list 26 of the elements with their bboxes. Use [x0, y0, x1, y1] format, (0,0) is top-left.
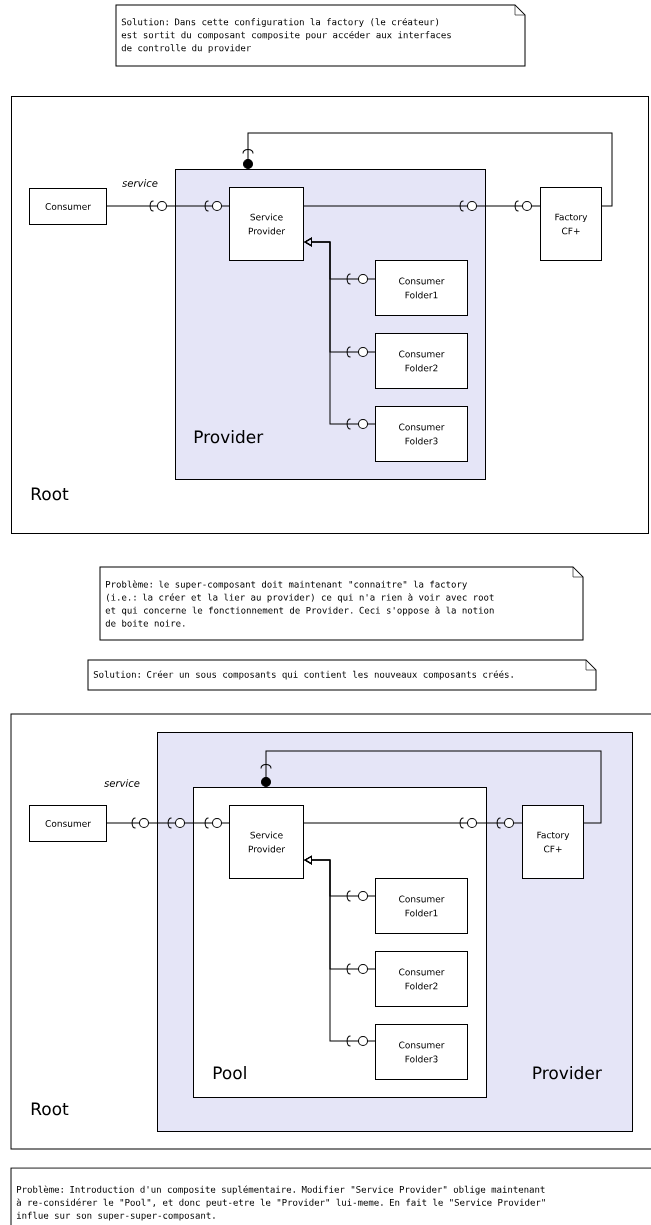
- component-box: Factory CF+: [522, 805, 584, 879]
- component-box: Service Provider: [229, 187, 304, 261]
- component-box: Consumer Folder2: [375, 951, 468, 1007]
- connector: [260, 750, 602, 824]
- component-box: Consumer Folder1: [375, 260, 468, 316]
- component-box: Consumer: [29, 188, 107, 225]
- edge-label: service: [121, 178, 159, 188]
- note-box: Problème: Introduction d'un composite suplémentaire. Modifier "Service Provider" oblige maintenant à re-considérer le "Pool", et donc peut-etre le "Provider" lui-meme. En fait le "Service Provider" influe sur son super-super-composant.: [10, 1167, 651, 1225]
- connector: [303, 817, 523, 829]
- connector: [304, 855, 376, 1047]
- note-box: Solution: Créer un sous composants qui contient les nouveaux composants créés.: [87, 659, 597, 691]
- connector: [106, 817, 230, 829]
- component-box: Consumer Folder2: [375, 333, 468, 389]
- connector: [304, 237, 376, 430]
- note-box: Solution: Dans cette configuration la factory (le créateur) est sortit du composant composite pour accéder aux interfaces de controlle du provider: [115, 4, 526, 67]
- note-box: Problème: le super-composant doit maintenant "connaitre" la factory (i.e.: la créer et la lier au provider) ce qui n'a rien à voir avec root et qui concerne le fonctionnement de Provider. Ceci s'oppose à la notion de boite noire.: [99, 566, 584, 641]
- component-box: Consumer Folder3: [375, 1024, 468, 1080]
- component-box: Consumer: [29, 805, 107, 842]
- connector: [303, 200, 541, 212]
- component-box: Consumer Folder3: [375, 406, 468, 462]
- component-box: Factory CF+: [540, 187, 602, 261]
- component-box: Service Provider: [229, 805, 304, 879]
- component-box: Consumer Folder1: [375, 878, 468, 934]
- connector: [242, 132, 613, 207]
- connector: [106, 200, 230, 212]
- edge-label: service: [103, 778, 141, 788]
